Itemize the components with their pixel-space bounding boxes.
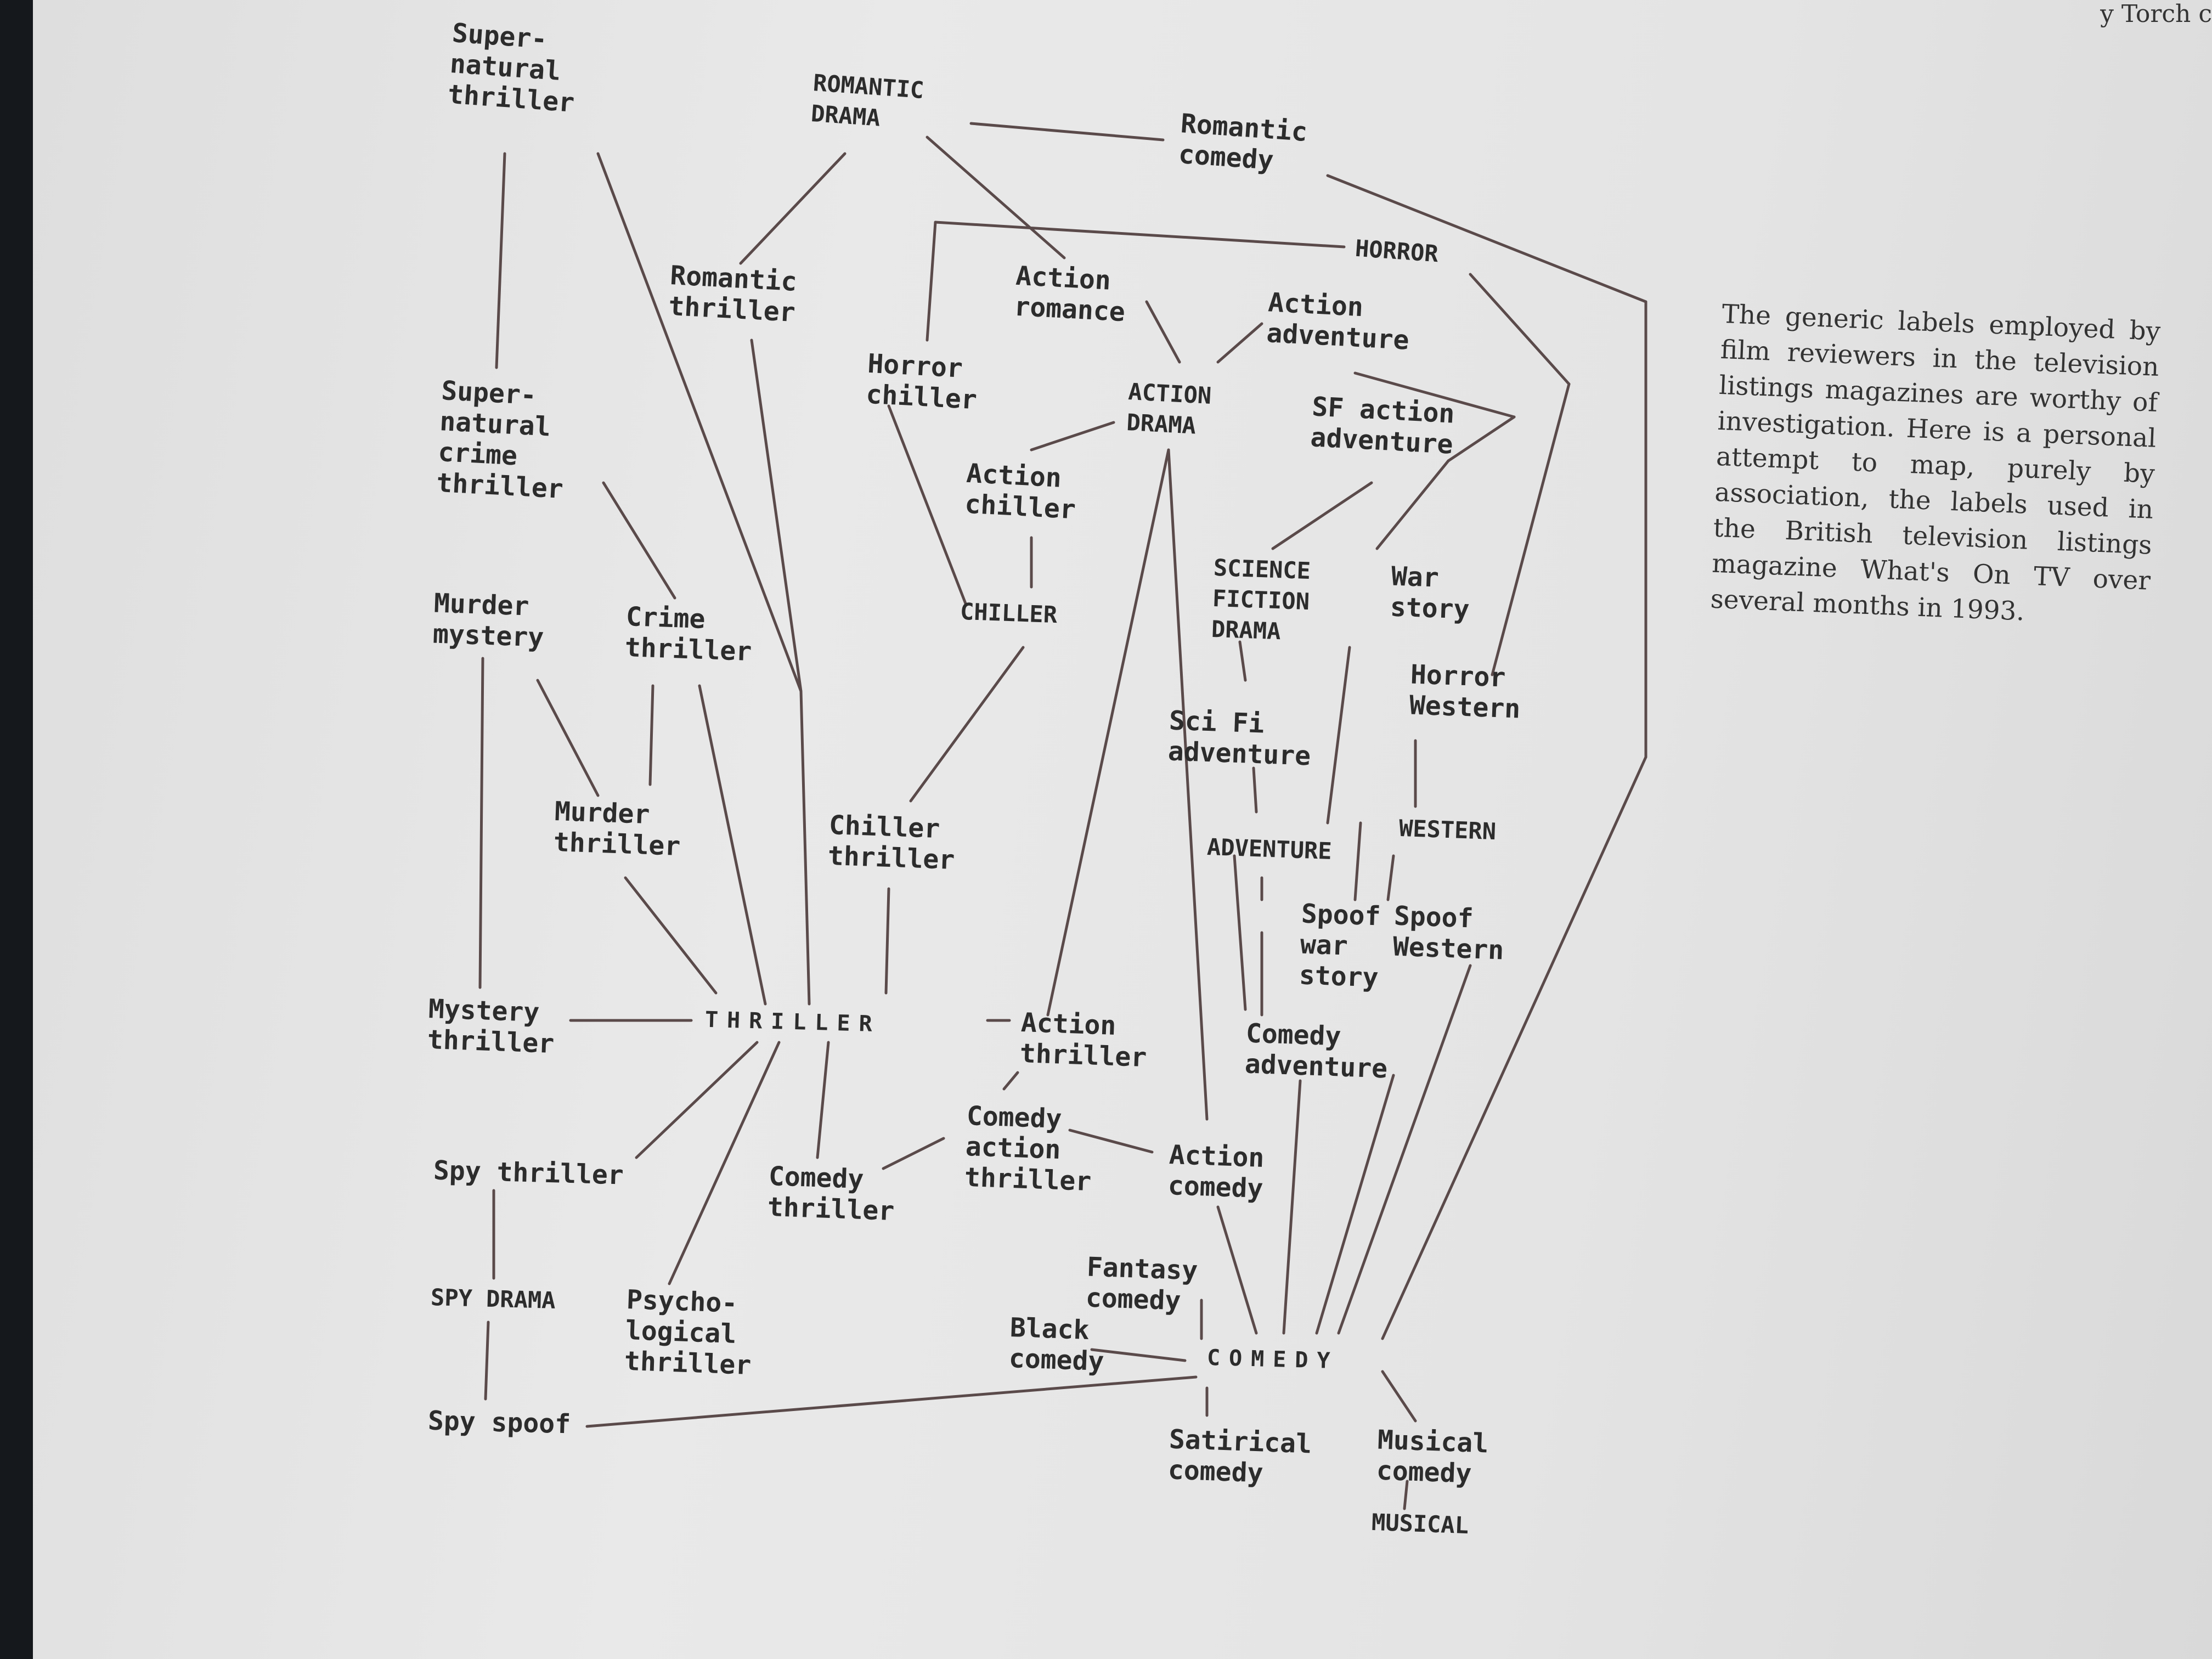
node-murder-thriller: Murder thriller: [553, 796, 681, 862]
connector-line-18: [1447, 415, 1516, 462]
connector-line-14: [1353, 371, 1516, 419]
connector-line-13: [1030, 421, 1115, 452]
node-murder-mystery: Murder mystery: [432, 588, 545, 653]
node-spy-drama: SPY DRAMA: [430, 1284, 556, 1314]
connector-line-24: [1252, 766, 1258, 814]
connector-line-7: [926, 221, 937, 342]
caption-text: The generic labels employed by film revi…: [1709, 298, 2162, 627]
connector-line-47: [668, 1041, 781, 1285]
node-action-comedy: Action comedy: [1167, 1139, 1265, 1204]
node-comedy-action-thriller: Comedy action thriller: [964, 1101, 1092, 1197]
node-action-chiller: Action chiller: [964, 458, 1077, 526]
node-comedy-adventure: Comedy adventure: [1244, 1018, 1389, 1085]
connector-line-6: [934, 221, 1346, 249]
node-thriller: THRILLER: [704, 1007, 882, 1037]
node-musical: MUSICAL: [1371, 1508, 1469, 1539]
connector-line-23: [1238, 640, 1247, 682]
node-chiller: CHILLER: [960, 597, 1058, 629]
node-science-fiction-drama: SCIENCE FICTION DRAMA: [1211, 554, 1311, 645]
connector-line-43: [1068, 1128, 1154, 1154]
node-chiller-thriller: Chiller thriller: [827, 810, 956, 876]
connector-line-32: [884, 887, 890, 995]
node-action-romance: Action romance: [1013, 260, 1126, 328]
node-spoof-western: Spoof Western: [1392, 900, 1505, 966]
connector-line-19: [1375, 459, 1450, 550]
connector-line-22: [1491, 382, 1571, 676]
connector-line-57: [1381, 755, 1647, 1340]
connector-line-30: [698, 684, 767, 1006]
connector-line-8: [1469, 273, 1571, 386]
node-comedy: COMEDY: [1206, 1345, 1340, 1374]
connector-line-28: [536, 679, 600, 797]
node-horror-western: Horror Western: [1409, 659, 1521, 725]
node-supernatural-crime-thriller: Super- natural crime thriller: [436, 375, 565, 505]
node-western: WESTERN: [1398, 814, 1497, 845]
node-supernatural-thriller: Super- natural thriller: [447, 18, 575, 119]
connector-line-36: [1046, 448, 1170, 1017]
node-crime-thriller: Crime thriller: [624, 601, 753, 667]
connector-line-29: [648, 684, 654, 786]
node-fantasy-comedy: Fantasy comedy: [1085, 1251, 1199, 1317]
connector-line-9: [1145, 300, 1181, 364]
connector-line-40: [1353, 821, 1362, 901]
node-comedy-thriller: Comedy thriller: [767, 1161, 895, 1227]
connector-line-10: [1216, 322, 1263, 364]
connector-line-53: [1216, 1205, 1258, 1335]
corner-text: y Torch c: [2100, 0, 2212, 28]
node-satirical-comedy: Satirical comedy: [1167, 1424, 1312, 1489]
connector-line-45: [816, 1041, 830, 1159]
connector-line-60: [1381, 1370, 1417, 1423]
connector-line-31: [799, 690, 811, 1006]
node-spy-spoof: Spy spoof: [427, 1405, 571, 1440]
connector-line-11: [750, 338, 803, 693]
connector-line-15: [1271, 481, 1373, 550]
connector-line-44: [882, 1137, 945, 1170]
connector-line-52: [1090, 1348, 1187, 1362]
node-action-drama: ACTION DRAMA: [1126, 378, 1212, 439]
node-romantic-drama: ROMANTIC DRAMA: [810, 69, 925, 132]
connector-line-20: [909, 646, 1025, 803]
node-psychological-thriller: Psycho- logical thriller: [624, 1284, 752, 1381]
connector-line-27: [478, 657, 484, 989]
connector-line-5: [1326, 174, 1647, 303]
node-adventure: ADVENTURE: [1206, 833, 1333, 865]
connector-line-56: [1337, 964, 1472, 1335]
connector-line-4: [926, 136, 1066, 259]
connector-line-0: [495, 152, 506, 369]
connector-line-1: [596, 152, 803, 693]
node-romantic-comedy: Romantic comedy: [1177, 108, 1308, 176]
node-horror-chiller: Horror chiller: [865, 348, 978, 416]
connector-line-37: [1167, 448, 1209, 1121]
genre-diagram: [478, 122, 1647, 1510]
node-romantic-thriller: Romantic thriller: [668, 260, 798, 328]
node-spy-thriller: Spy thriller: [433, 1155, 624, 1191]
connector-line-49: [484, 1321, 490, 1401]
node-scifi-adventure: Sci Fi adventure: [1167, 705, 1312, 772]
node-sf-action-adventure: SF action adventure: [1310, 391, 1455, 460]
connector-line-33: [624, 876, 718, 995]
connector-line-3: [739, 152, 847, 265]
book-page: Super- natural thriller ROMANTIC DRAMA R…: [33, 0, 2212, 1659]
connector-line-21: [1326, 646, 1351, 825]
connector-line-42: [1002, 1071, 1019, 1091]
connector-line-54: [1282, 1079, 1302, 1335]
node-action-thriller: Action thriller: [1019, 1007, 1148, 1073]
node-action-adventure: Action adventure: [1266, 287, 1410, 356]
connector-line-50: [585, 1375, 1198, 1428]
node-war-story: War story: [1390, 561, 1470, 625]
connector-line-46: [635, 1041, 759, 1159]
node-musical-comedy: Musical comedy: [1376, 1424, 1489, 1489]
connector-line-12: [887, 404, 967, 605]
connector-line-26: [1386, 854, 1395, 901]
connector-line-61: [1403, 1480, 1409, 1510]
connector-line-55: [1315, 1074, 1395, 1335]
connector-line-41: [1233, 854, 1247, 1011]
connector-line-17: [602, 481, 676, 600]
connector-line-2: [969, 122, 1165, 142]
node-horror: HORROR: [1354, 234, 1440, 268]
node-mystery-thriller: Mystery thriller: [427, 994, 555, 1059]
node-spoof-war-story: Spoof war story: [1299, 898, 1381, 994]
node-black-comedy: Black comedy: [1008, 1312, 1105, 1377]
